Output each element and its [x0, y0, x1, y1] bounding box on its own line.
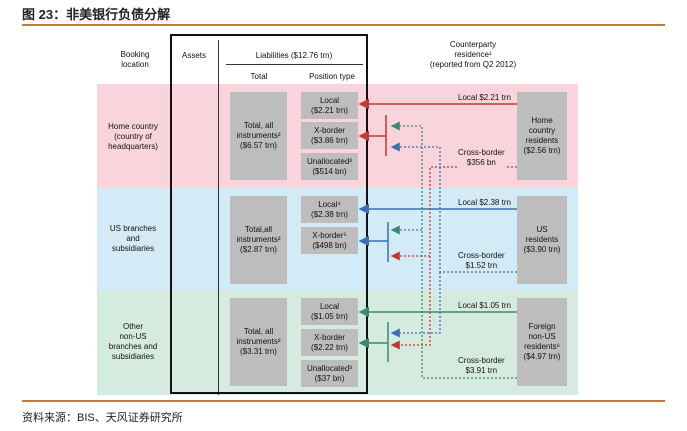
- label-us-crossborder: Cross-border $1.52 trn: [457, 251, 506, 271]
- counterparty-other: Foreign non-US residents⁶ ($4.97 trn): [517, 298, 567, 386]
- counterparty-home: Home country residents ($2.56 trn): [517, 92, 567, 180]
- label-other-local: Local $1.05 trn: [458, 301, 511, 310]
- position-home-unallocated: Unallocated³ ($514 bn): [301, 153, 358, 180]
- figure-title: 图 23：非美银行负债分解: [22, 7, 171, 22]
- dotted-other-to-home: [390, 121, 517, 379]
- label-home-local: Local $2.21 trn: [458, 93, 511, 102]
- dotted-us-to-home: [390, 142, 517, 273]
- booking-home: Home country (country of headquarters): [108, 122, 158, 151]
- label-us-local: Local $2.38 trn: [458, 198, 511, 207]
- header-booking: Booking location: [120, 50, 150, 69]
- total-box-other: Total, all instruments² ($3.31 trn): [230, 298, 287, 386]
- total-box-us: Total,all instruments² ($2.87 trn): [230, 196, 287, 284]
- label-home-crossborder: Cross-border $356 bn: [457, 148, 506, 168]
- counterparty-us: US residents ($3.90 trn): [517, 196, 567, 284]
- dotted-us-to-other: [390, 272, 441, 338]
- total-box-home: Total, all instruments² ($6.57 trn): [230, 92, 287, 180]
- separator-assets: [218, 40, 219, 395]
- position-home-local: Local ($2.21 trn): [301, 92, 358, 119]
- header-underline: [226, 64, 363, 65]
- header-liabilities: Liabilities ($12.76 trn): [255, 51, 333, 60]
- position-other-xborder: X-border ($2.22 trn): [301, 329, 358, 356]
- position-us-local: Local⁴ ($2.38 trn): [301, 196, 358, 223]
- header-position: Position type: [309, 72, 355, 81]
- position-other-local: Local ($1.05 trn): [301, 298, 358, 325]
- header-total: Total: [250, 72, 268, 81]
- position-other-unallocated: Unallocated³ ($37 bn): [301, 360, 358, 387]
- title-rule: [22, 24, 665, 26]
- position-home-xborder: X-border ($3.86 trn): [301, 122, 358, 149]
- booking-us: US branches and subsidiaries: [109, 224, 157, 253]
- header-counterparty: Counterparty residence¹ (reported from Q…: [429, 40, 517, 69]
- source-note: 资料来源：BIS、天风证券研究所: [22, 412, 183, 424]
- label-other-crossborder: Cross-border $3.91 trn: [457, 356, 506, 376]
- position-us-xborder: X-border⁵ ($498 bn): [301, 227, 358, 254]
- footer-rule: [22, 400, 665, 402]
- header-assets: Assets: [181, 51, 206, 60]
- booking-other: Other non-US branches and subsidiaries: [108, 322, 158, 361]
